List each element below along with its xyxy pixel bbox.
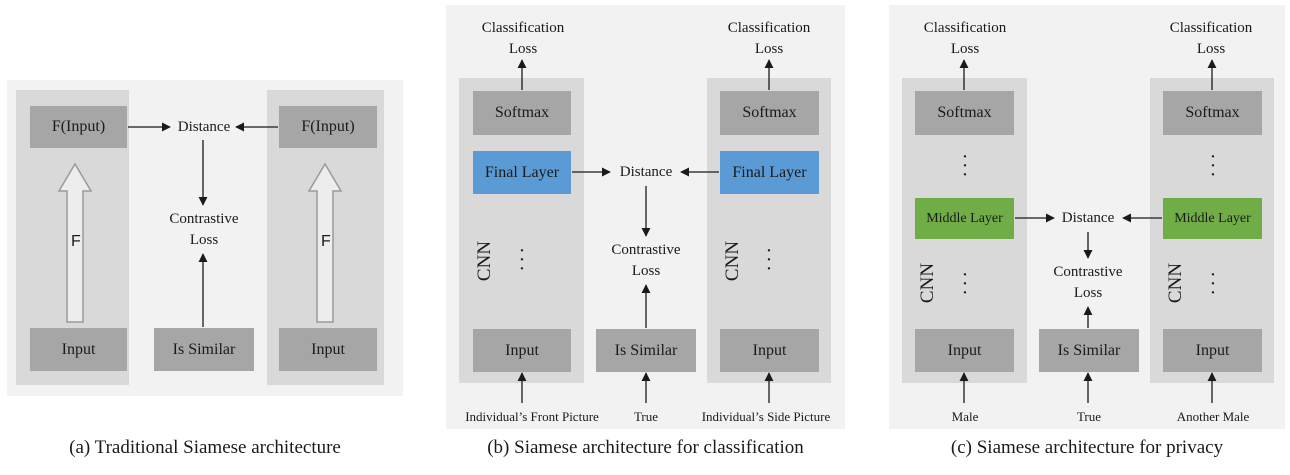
panel-b-final-layer-right: Final Layer bbox=[720, 151, 819, 194]
panel-c-input-left: Input bbox=[915, 329, 1014, 372]
panel-b-class-loss-right-1: Classification bbox=[727, 20, 811, 36]
panel-b-input-left: Input bbox=[473, 329, 571, 372]
panel-b-dots-left: ··· bbox=[518, 240, 526, 280]
panel-c-class-loss-right-2: Loss bbox=[1196, 41, 1226, 57]
panel-c-dots-lower-right: ··· bbox=[1209, 264, 1217, 304]
panel-c-bottom-mid: True bbox=[1076, 409, 1102, 424]
panel-b-bottom-right: Individual’s Side Picture bbox=[701, 409, 831, 424]
panel-c-middle-layer-right: Middle Layer bbox=[1163, 198, 1262, 239]
panel-b-softmax-right: Softmax bbox=[720, 91, 819, 135]
panel-c-class-loss-left-1: Classification bbox=[923, 20, 1007, 36]
panel-c-input-right: Input bbox=[1163, 329, 1262, 372]
panel-c-is-similar: Is Similar bbox=[1039, 329, 1139, 372]
panel-a-f-label-left-top: F bbox=[71, 233, 81, 250]
panel-c-dots-upper-right: ··· bbox=[1209, 146, 1217, 186]
panel-b-class-loss-left-1: Classification bbox=[481, 20, 565, 36]
panel-b-bottom-mid: True bbox=[633, 409, 659, 424]
panel-b-bottom-left: Individual’s Front Picture bbox=[465, 409, 599, 424]
panel-b-class-loss-right-2: Loss bbox=[754, 41, 784, 57]
panel-a-caption: (a) Traditional Siamese architecture bbox=[69, 437, 341, 458]
panel-c-caption: (c) Siamese architecture for privacy bbox=[950, 437, 1224, 458]
panel-a-f-input-left: F(Input) bbox=[30, 106, 127, 148]
panel-b-class-loss-left-2: Loss bbox=[508, 41, 538, 57]
panel-a-f-label-right-top: F bbox=[321, 233, 331, 250]
panel-a-contrastive-line1: Contrastive bbox=[169, 211, 239, 227]
panel-a-f-input-right: F(Input) bbox=[279, 106, 377, 148]
panel-c-contrastive-line2: Loss bbox=[1073, 285, 1103, 301]
panel-a-input-left: Input bbox=[30, 328, 127, 371]
panel-b-is-similar: Is Similar bbox=[596, 329, 696, 372]
panel-c-softmax-left: Softmax bbox=[915, 91, 1014, 135]
panel-b-contrastive-line1: Contrastive bbox=[611, 242, 681, 258]
panel-c-bottom-right: Another Male bbox=[1176, 409, 1250, 424]
panel-c-distance: Distance bbox=[1061, 210, 1115, 226]
panel-c-dots-lower-left: ··· bbox=[961, 264, 969, 304]
panel-b-caption: (b) Siamese architecture for classificat… bbox=[487, 437, 804, 458]
panel-b-distance: Distance bbox=[619, 164, 673, 180]
panel-c-bottom-left: Male bbox=[951, 409, 979, 424]
panel-b-final-layer-left: Final Layer bbox=[473, 151, 571, 194]
panel-c-class-loss-right-1: Classification bbox=[1169, 20, 1253, 36]
panel-a-distance: Distance bbox=[177, 119, 231, 135]
panel-c-contrastive-line1: Contrastive bbox=[1053, 264, 1123, 280]
panel-c-dots-upper-left: ··· bbox=[961, 146, 969, 186]
panel-c-class-loss-left-2: Loss bbox=[950, 41, 980, 57]
panel-a-is-similar: Is Similar bbox=[154, 328, 254, 371]
panel-a-hollow-arrow-left bbox=[57, 162, 93, 323]
panel-a-hollow-arrow-right bbox=[307, 162, 343, 323]
panel-b-contrastive-line2: Loss bbox=[631, 263, 661, 279]
panel-b-softmax-left: Softmax bbox=[473, 91, 571, 135]
panel-b-dots-right: ··· bbox=[765, 240, 773, 280]
panel-c-softmax-right: Softmax bbox=[1163, 91, 1262, 135]
panel-b-input-right: Input bbox=[720, 329, 819, 372]
panel-a-input-right: Input bbox=[279, 328, 377, 371]
panel-c-middle-layer-left: Middle Layer bbox=[915, 198, 1014, 239]
panel-a-contrastive-line2: Loss bbox=[189, 232, 219, 248]
